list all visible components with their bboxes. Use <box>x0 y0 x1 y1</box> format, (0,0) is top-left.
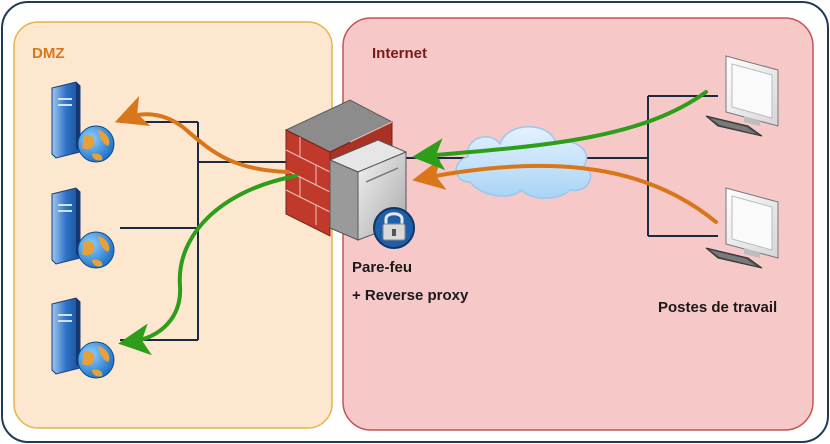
request-arrow-internet <box>412 158 718 224</box>
response-arrow-dmz <box>118 174 298 356</box>
web-server-icon <box>51 81 115 163</box>
firewall-icon <box>284 99 415 249</box>
request-arrow-dmz <box>114 96 290 174</box>
firewall-label-line1: Pare-feu <box>352 259 412 276</box>
desktop-computer-icon <box>705 55 779 137</box>
web-server-icon <box>51 187 115 269</box>
dmz-zone-label: DMZ <box>32 45 65 62</box>
desktop-computer-icon <box>705 187 779 269</box>
internet-zone-label: Internet <box>372 45 427 62</box>
response-arrow-internet <box>412 90 708 171</box>
web-server-icon <box>51 297 115 379</box>
firewall-label-line2: + Reverse proxy <box>352 287 469 304</box>
workstations-label: Postes de travail <box>658 299 777 316</box>
